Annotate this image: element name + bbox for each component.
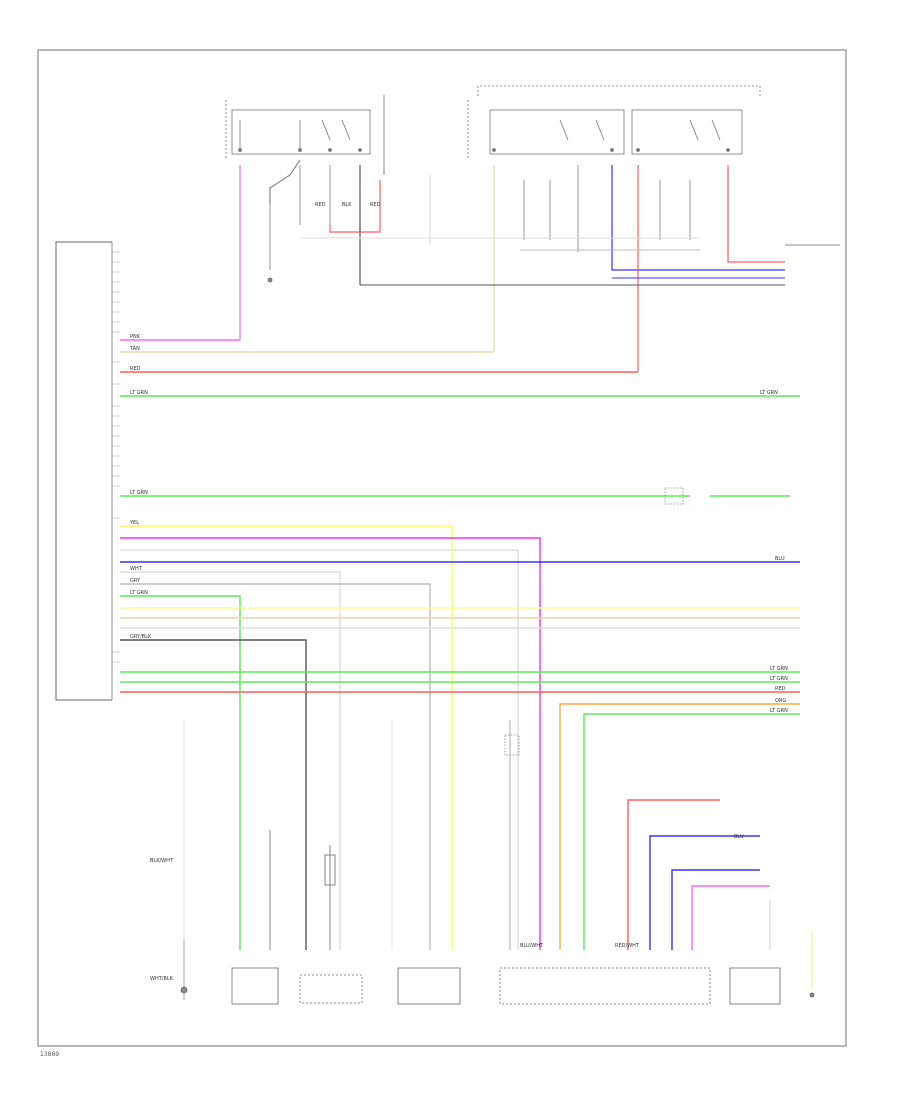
wire-label-lt-grn-6: LT GRN xyxy=(770,676,788,682)
wire-label-yel: YEL xyxy=(129,520,139,526)
wire-label-red-4: RED xyxy=(370,202,381,208)
right-fanout-wires xyxy=(559,703,800,950)
wire-label-lt-grn-1: LT GRN xyxy=(130,390,148,396)
top-bus-wires xyxy=(300,237,840,286)
lower-left-wires xyxy=(183,720,813,1000)
wire-label-tan: TAN xyxy=(129,346,140,352)
wire-label-gry: GRY xyxy=(130,578,141,584)
wire-label-red-wht: RED/WHT xyxy=(615,943,640,949)
wire-label-lt-grn-7: LT GRN xyxy=(770,708,788,714)
inline-connectors xyxy=(504,487,684,756)
wire-label-wht: WHT xyxy=(130,566,143,572)
wire-label-blu-wht: BLU/WHT xyxy=(520,943,544,949)
diagram-id: 13869 xyxy=(40,1051,59,1058)
wire-labels: PNK TAN RED LT GRN LT GRN LT GRN YEL BLU… xyxy=(129,202,788,982)
wire-label-lt-grn-4: LT GRN xyxy=(130,590,148,596)
top-switch-wires xyxy=(239,95,785,372)
wire-label-lt-grn-5: LT GRN xyxy=(770,666,788,672)
wire-label-pnk: PNK xyxy=(130,334,141,340)
wire-label-gry-blk: GRY/BLK xyxy=(130,634,152,640)
top-left-connector xyxy=(225,100,371,160)
wire-label-red-1: RED xyxy=(130,366,141,372)
diagram-frame xyxy=(37,49,847,1047)
wire-label-red-2: RED xyxy=(775,686,786,692)
bottom-components xyxy=(180,277,815,1005)
wire-label-lt-grn-3: LT GRN xyxy=(130,490,148,496)
wire-label-blu-2: BLU xyxy=(734,834,744,840)
module-horizontal-wires xyxy=(120,339,800,950)
left-module xyxy=(55,241,120,701)
wire-label-wht-blk: WHT/BLK xyxy=(150,976,174,982)
wire-label-blk-wht: BLK/WHT xyxy=(150,858,174,864)
wire-label-org: ORG xyxy=(775,698,786,704)
top-right-connector xyxy=(467,85,761,160)
wire-label-blk: BLK xyxy=(342,202,352,208)
wire-label-blu: BLU xyxy=(775,556,785,562)
wire-label-lt-grn-2: LT GRN xyxy=(760,390,778,396)
wire-label-red-3: RED xyxy=(315,202,326,208)
